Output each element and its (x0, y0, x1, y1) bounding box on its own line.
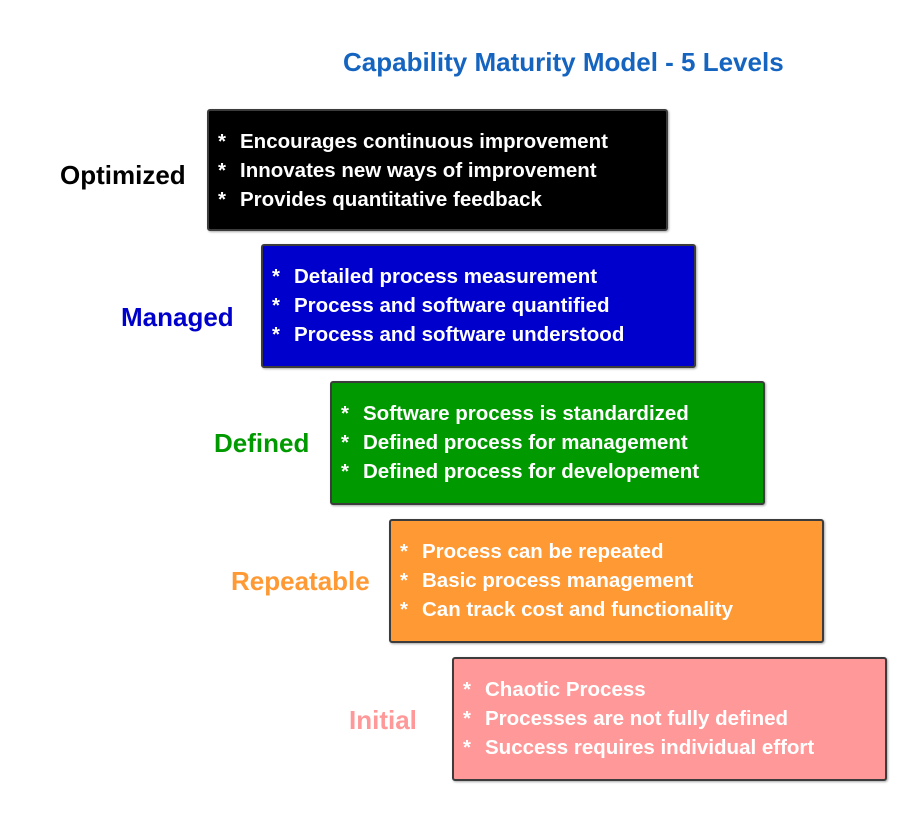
level-name-repeatable: Repeatable (231, 566, 370, 596)
bullet-item: *Can track cost and functionality (400, 598, 733, 621)
bullet-item: *Defined process for management (341, 431, 688, 454)
level-box-initial: *Chaotic Process *Processes are not full… (452, 657, 887, 781)
bullet-item: *Provides quantitative feedback (218, 188, 542, 211)
bullet-item: *Process can be repeated (400, 540, 664, 563)
bullet-item: *Process and software understood (272, 323, 625, 346)
level-name-managed: Managed (121, 302, 234, 332)
bullet-item: *Innovates new ways of improvement (218, 159, 597, 182)
bullet-item: *Encourages continuous improvement (218, 130, 608, 153)
level-box-managed: *Detailed process measurement *Process a… (261, 244, 696, 368)
level-box-repeatable: *Process can be repeated *Basic process … (389, 519, 824, 643)
bullet-item: *Detailed process measurement (272, 265, 598, 288)
bullet-item: *Chaotic Process (463, 678, 646, 701)
diagram-title: Capability Maturity Model - 5 Levels (343, 47, 784, 77)
bullet-item: *Success requires individual effort (463, 736, 815, 759)
level-box-defined: *Software process is standardized *Defin… (330, 381, 765, 505)
level-name-initial: Initial (349, 705, 417, 735)
level-box-optimized: *Encourages continuous improvement *Inno… (207, 109, 668, 231)
bullet-item: *Software process is standardized (341, 402, 689, 425)
bullet-item: *Defined process for developement (341, 460, 700, 483)
bullet-item: *Basic process management (400, 569, 694, 592)
level-name-defined: Defined (214, 428, 310, 458)
level-name-optimized: Optimized (60, 160, 186, 190)
bullet-item: *Process and software quantified (272, 294, 610, 317)
bullet-item: *Processes are not fully defined (463, 707, 789, 730)
